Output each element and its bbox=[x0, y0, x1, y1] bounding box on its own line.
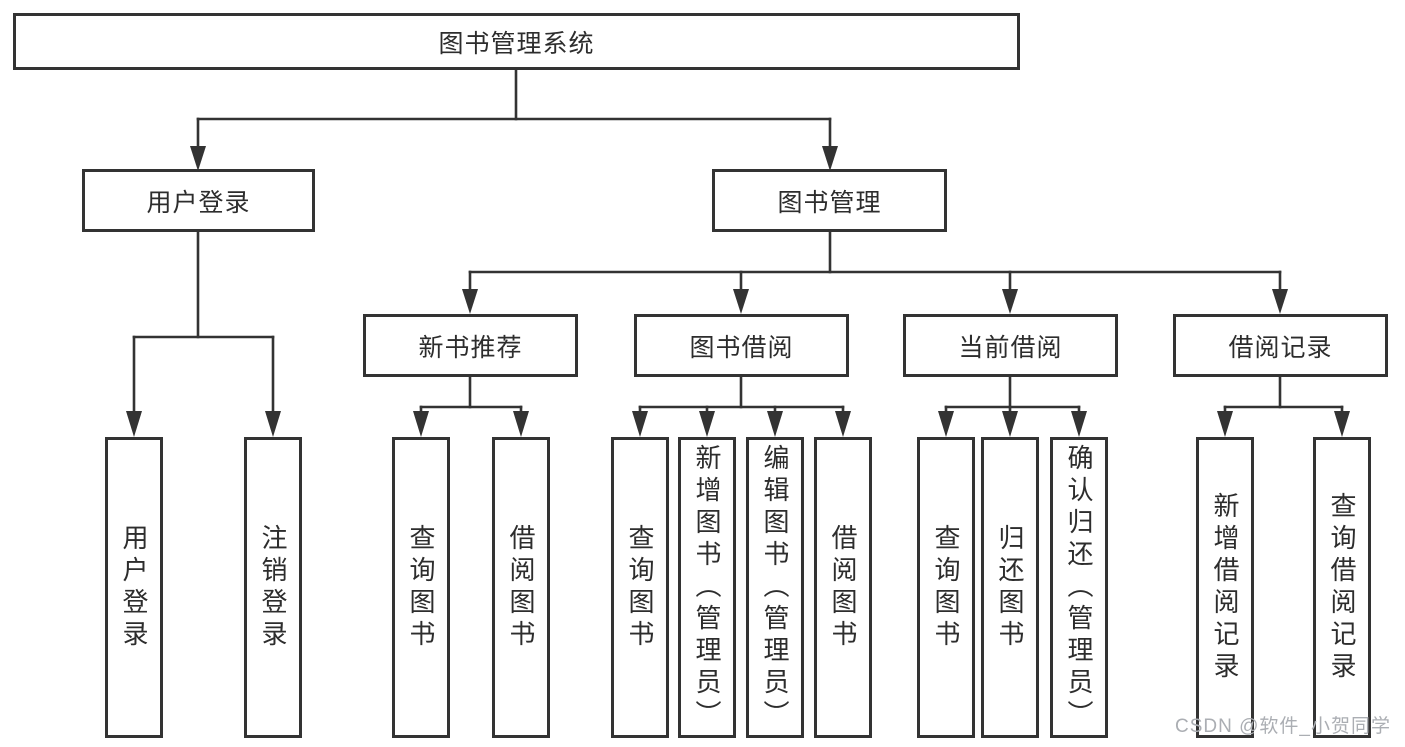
node-label: 归还图书 bbox=[995, 523, 1025, 652]
node-label: 图书管理系统 bbox=[438, 29, 595, 58]
leaf-logout: 注销登录 bbox=[244, 437, 302, 738]
node-book-borrow: 图书借阅 bbox=[634, 314, 849, 377]
leaf-query-books-current: 查询图书 bbox=[917, 437, 975, 738]
node-label: 用户登录 bbox=[119, 523, 149, 652]
node-label: 确认归还（管理员） bbox=[1064, 443, 1094, 732]
node-label: 当前借阅 bbox=[958, 333, 1063, 362]
node-label: 借阅图书 bbox=[506, 523, 536, 652]
node-library-management-system: 图书管理系统 bbox=[13, 13, 1020, 70]
leaf-query-books-borrow: 查询图书 bbox=[611, 437, 669, 738]
node-borrow-records: 借阅记录 bbox=[1173, 314, 1388, 377]
leaf-user-login: 用户登录 bbox=[105, 437, 163, 738]
node-label: 新增图书（管理员） bbox=[692, 443, 722, 732]
node-current-borrow: 当前借阅 bbox=[903, 314, 1118, 377]
node-label: 新增借阅记录 bbox=[1210, 491, 1240, 684]
node-label: 新书推荐 bbox=[418, 333, 523, 362]
leaf-add-book-admin: 新增图书（管理员） bbox=[678, 437, 736, 738]
node-label: 借阅记录 bbox=[1228, 333, 1333, 362]
node-label: 查询图书 bbox=[931, 523, 961, 652]
node-label: 查询图书 bbox=[625, 523, 655, 652]
node-label: 图书管理 bbox=[777, 188, 882, 217]
leaf-query-borrow-record: 查询借阅记录 bbox=[1313, 437, 1371, 738]
node-label: 查询借阅记录 bbox=[1327, 491, 1357, 684]
leaf-edit-book-admin: 编辑图书（管理员） bbox=[746, 437, 804, 738]
node-book-management: 图书管理 bbox=[712, 169, 947, 232]
leaf-add-borrow-record: 新增借阅记录 bbox=[1196, 437, 1254, 738]
arrowhead-icons bbox=[126, 146, 1350, 437]
node-user-login: 用户登录 bbox=[82, 169, 315, 232]
node-new-book-recommend: 新书推荐 bbox=[363, 314, 578, 377]
node-label: 编辑图书（管理员） bbox=[760, 443, 790, 732]
leaf-borrow-books-recommend: 借阅图书 bbox=[492, 437, 550, 738]
leaf-return-book: 归还图书 bbox=[981, 437, 1039, 738]
leaf-query-books-recommend: 查询图书 bbox=[392, 437, 450, 738]
csdn-watermark: CSDN @软件_小贺同学 bbox=[1175, 716, 1391, 737]
node-label: 图书借阅 bbox=[689, 333, 794, 362]
node-label: 用户登录 bbox=[146, 188, 251, 217]
leaf-borrow-books: 借阅图书 bbox=[814, 437, 872, 738]
node-label: 注销登录 bbox=[258, 523, 288, 652]
leaf-confirm-return-admin: 确认归还（管理员） bbox=[1050, 437, 1108, 738]
node-label: 查询图书 bbox=[406, 523, 436, 652]
node-label: 借阅图书 bbox=[828, 523, 858, 652]
